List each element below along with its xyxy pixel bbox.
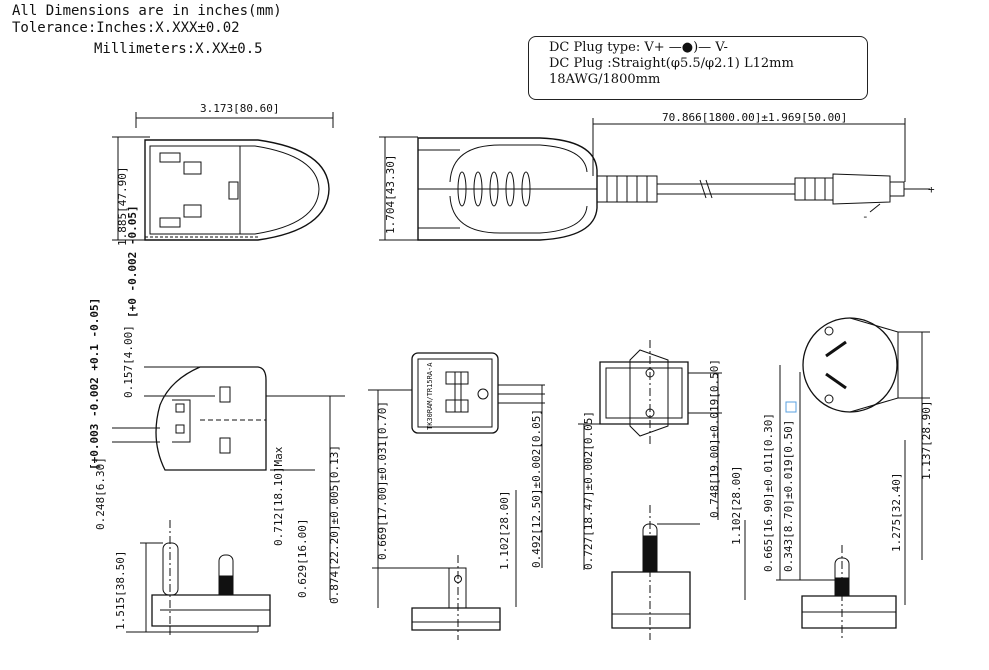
dim-side-height: 1.704[43.30] <box>384 155 397 234</box>
dim-us-492: 0.492[12.50]±0.002[0.05] <box>530 409 543 568</box>
dim-au-1137: 1.137[28.90] <box>920 401 933 480</box>
dimension-note: All Dimensions are in inches(mm) <box>12 3 282 19</box>
dim-cable-length: 70.866[1800.00]±1.969[50.00] <box>662 111 847 124</box>
dim-au-1275: 1.275[32.40] <box>890 473 903 552</box>
dim-body-height: 1.885[47.90] <box>116 167 129 246</box>
dim-uk-pin-thick: 0.248[6.30] <box>94 457 107 530</box>
cable-minus-label: - <box>862 210 869 223</box>
dim-body-width: 3.173[80.60] <box>200 102 279 115</box>
dim-eu-1102: 1.102[28.00] <box>730 466 743 545</box>
dc-plug-type: DC Plug type: V+ —●)— V- <box>549 40 728 55</box>
dim-us-669: 0.669[17.00]±0.031[0.70] <box>376 401 389 560</box>
dc-plug-spec-box: DC Plug type: V+ —●)— V- DC Plug :Straig… <box>528 36 868 100</box>
uk-tolerance-left: [+0.003 -0.002 +0.1 -0.05] <box>88 298 101 470</box>
dim-au-343: 0.343[8.70]±0.019[0.50] <box>782 420 795 572</box>
tolerance-millimeters: Millimeters:X.XX±0.5 <box>94 41 263 57</box>
us-model-label: TK30RAM/TR15RA-A <box>426 362 434 430</box>
dim-eu-748: 0.748[19.00]±0.019[0.50] <box>708 359 721 518</box>
uk-plug-view: [+0 -0.002 -0.05] 0.157[4.00] [+0.003 -0… <box>88 205 345 635</box>
us-plug-view: TK30RAM/TR15RA-A 0.669[17.00]±0.031[0.70… <box>368 352 545 640</box>
front-view: 3.173[80.60] 1.885[47.90] <box>112 102 334 246</box>
dim-uk-629: 0.629[16.00] <box>296 519 309 598</box>
uk-tolerance-top: [+0 -0.002 -0.05] <box>126 205 139 318</box>
dim-us-1102: 1.102[28.00] <box>498 491 511 570</box>
cable-plus-label: + <box>928 183 935 196</box>
dim-au-665: 0.665[16.90]±0.011[0.30] <box>762 413 775 572</box>
au-plug-view: 1.137[28.90] 0.665[16.90]±0.011[0.30] 0.… <box>762 317 933 640</box>
dim-uk-pin-width: 0.157[4.00] <box>122 325 135 398</box>
dim-uk-874: 0.874[22.20]±0.005[0.13] <box>328 445 341 604</box>
dim-eu-727: 0.727[18.47]±0.002[0.05] <box>582 411 595 570</box>
dim-uk-max: 0.712[18.10]Max <box>272 446 285 546</box>
side-view: 1.704[43.30] + - <box>379 111 935 241</box>
dc-plug-size: DC Plug :Straight(φ5.5/φ2.1) L12mm <box>549 56 794 71</box>
eu-plug-view: 0.727[18.47]±0.002[0.05] 0.748[19.00]±0.… <box>578 340 746 640</box>
dim-uk-1515: 1.515[38.50] <box>114 551 127 630</box>
tolerance-inches: Tolerance:Inches:X.XXX±0.02 <box>12 20 240 36</box>
cable-spec: 18AWG/1800mm <box>549 72 661 87</box>
